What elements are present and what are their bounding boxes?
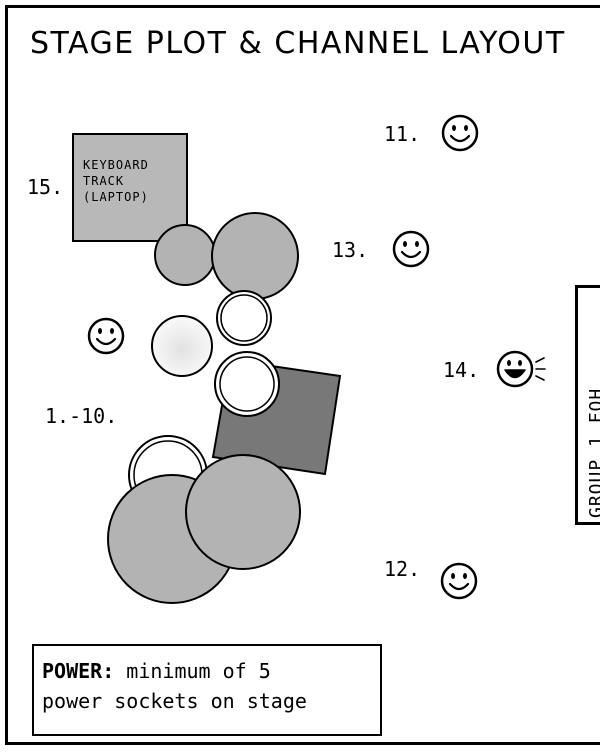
position-15-label: 15. — [27, 175, 64, 199]
smiley-face-icon — [392, 230, 430, 268]
smiley-face-icon — [87, 317, 125, 355]
page-title: STAGE PLOT & CHANNEL LAYOUT — [30, 26, 566, 61]
power-note-line1: minimum of 5 — [114, 659, 271, 683]
keyboard-label-line1: KEYBOARD — [83, 158, 149, 172]
keyboard-label-line3: (LAPTOP) — [83, 190, 149, 204]
position-13-label: 13. — [332, 238, 369, 262]
smiley-face-icon — [440, 562, 478, 600]
cymbal-upper-inner — [220, 294, 268, 342]
floor-tom-large — [211, 212, 299, 300]
power-note: POWER: minimum of 5 power sockets on sta… — [32, 644, 382, 736]
side-label-box: GROUP 1 FOH — [575, 285, 600, 525]
cymbal-upper — [216, 290, 272, 346]
smiley-face-icon — [441, 114, 479, 152]
keyboard-station-label: KEYBOARD TRACK (LAPTOP) — [83, 157, 149, 205]
position-12-label: 12. — [384, 557, 421, 581]
floor-tom-small — [154, 224, 216, 286]
hi-hat — [151, 315, 213, 377]
power-note-heading: POWER: — [42, 659, 115, 683]
position-14-label: 14. — [443, 358, 480, 382]
keyboard-station — [72, 133, 188, 242]
singing-face-icon — [496, 350, 546, 388]
drums-channels-label: 1.-10. — [45, 404, 118, 428]
position-11-label: 11. — [384, 122, 421, 146]
power-note-line2: power sockets on stage — [42, 689, 307, 713]
side-label-text: GROUP 1 FOH — [586, 387, 600, 518]
kick-drum-right — [185, 454, 301, 570]
cymbal-middle — [214, 351, 280, 417]
keyboard-label-line2: TRACK — [83, 174, 125, 188]
cymbal-middle-inner — [219, 356, 275, 412]
